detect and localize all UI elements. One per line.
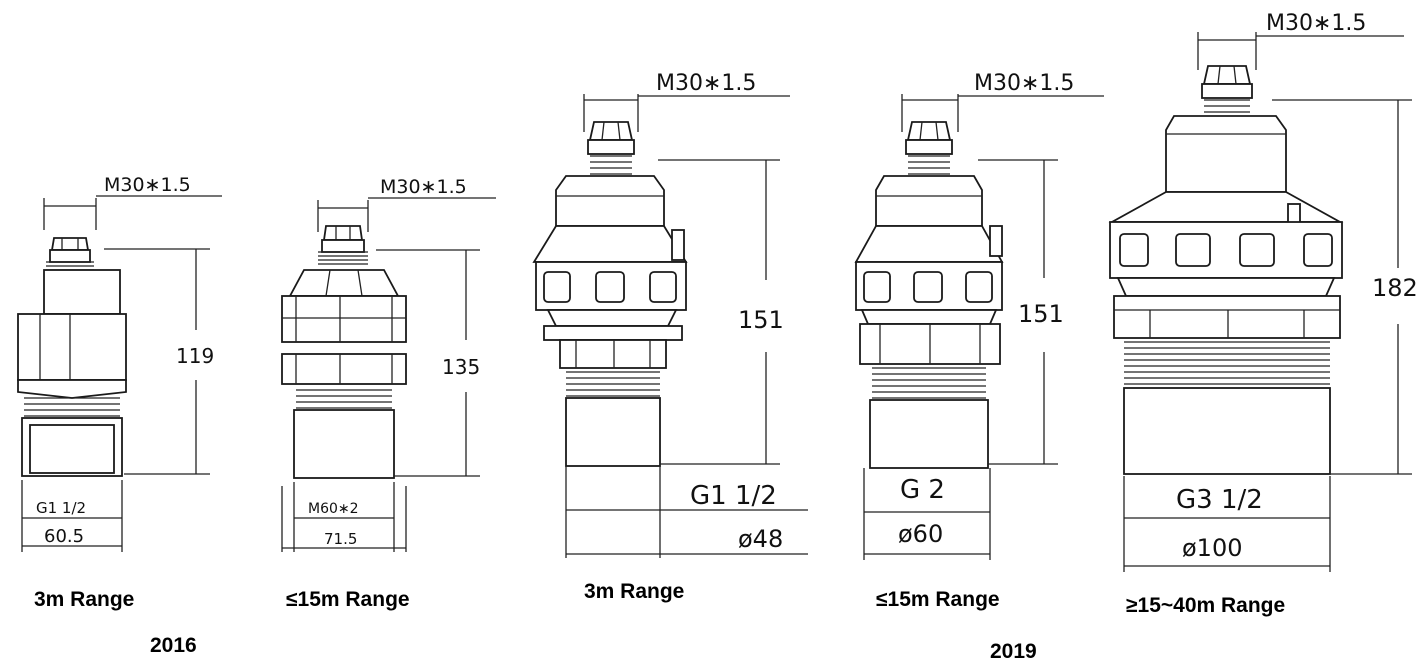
height-label: 151 bbox=[1018, 300, 1064, 328]
year-label-2019: 2019 bbox=[990, 640, 1037, 663]
diameter-label: ø48 bbox=[738, 525, 783, 553]
top-thread-label: M30∗1.5 bbox=[1266, 11, 1366, 36]
diameter-label: 71.5 bbox=[324, 530, 357, 548]
thread-label: M60∗2 bbox=[308, 501, 359, 517]
sensor-diagram-5: M30∗1.5 182 G3 1/2 ø100 ≥15~40m Range bbox=[1108, 11, 1418, 617]
diameter-label: ø100 bbox=[1182, 534, 1243, 562]
thread-label: G3 1/2 bbox=[1176, 485, 1263, 515]
height-label: 135 bbox=[442, 355, 480, 379]
top-thread-label: M30∗1.5 bbox=[974, 71, 1074, 96]
sensor-diagram-2: M30∗1.5 135 M60∗2 71.5 ≤15m Range bbox=[281, 176, 496, 611]
diameter-label: ø60 bbox=[898, 520, 943, 548]
height-label: 182 bbox=[1372, 274, 1418, 302]
top-thread-label: M30∗1.5 bbox=[656, 71, 756, 96]
thread-label: G1 1/2 bbox=[690, 481, 777, 511]
top-thread-label: M30∗1.5 bbox=[380, 176, 467, 198]
sensor-diagram-4: M30∗1.5 151 G 2 ø60 ≤15m Range bbox=[854, 71, 1104, 611]
range-caption: ≤15m Range bbox=[876, 588, 1000, 611]
range-caption: 3m Range bbox=[584, 580, 684, 603]
year-label-2016: 2016 bbox=[150, 634, 197, 657]
range-caption: 3m Range bbox=[34, 588, 134, 611]
diameter-label: 60.5 bbox=[44, 526, 84, 547]
thread-label: G1 1/2 bbox=[36, 499, 86, 517]
top-thread-label: M30∗1.5 bbox=[104, 174, 191, 196]
range-caption: ≤15m Range bbox=[286, 588, 410, 611]
height-label: 119 bbox=[176, 344, 214, 368]
sensor-diagram-1: M30∗1.5 119 G1 1/2 60.5 3m Range bbox=[17, 174, 222, 611]
thread-label: G 2 bbox=[900, 475, 945, 505]
height-label: 151 bbox=[738, 306, 784, 334]
range-caption: ≥15~40m Range bbox=[1126, 594, 1285, 617]
sensor-diagram-3: M30∗1.5 151 G1 1/2 ø48 3m Range bbox=[532, 71, 808, 603]
